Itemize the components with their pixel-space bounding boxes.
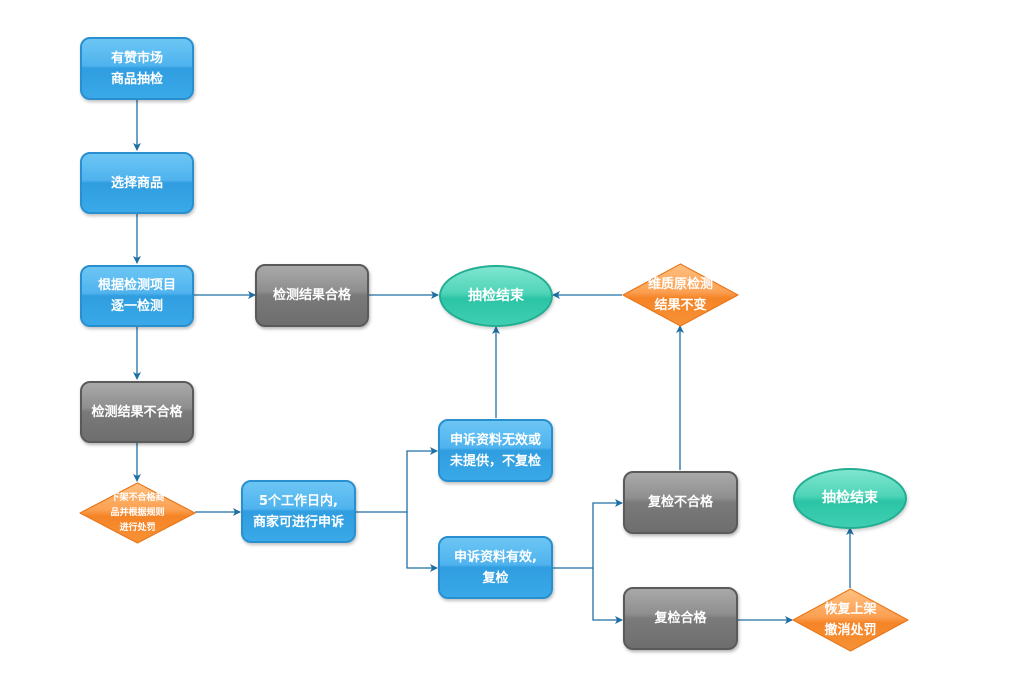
node-delist-penalize[interactable]: 下架不合格商 品并根据规则 进行处罚 (79, 482, 196, 544)
edge-valid-repass (592, 568, 623, 624)
node-start[interactable]: 有赞市场 商品抽检 (80, 37, 194, 100)
diamond-label: 维质原检测 结果不变 (647, 277, 713, 313)
diamond-shape (622, 263, 739, 327)
node-maintain-result[interactable]: 维质原检测 结果不变 (622, 263, 739, 327)
node-inspect-items[interactable]: 根据检测项目 逐一检测 (80, 265, 194, 327)
node-result-fail[interactable]: 检测结果不合格 (80, 381, 194, 443)
diamond-shape (79, 482, 196, 544)
diamond-label: 下架不合格商 品并根据规则 进行处罚 (110, 492, 165, 533)
node-appeal-valid[interactable]: 申诉资料有效, 复检 (438, 536, 553, 599)
node-recheck-fail[interactable]: 复检不合格 (623, 471, 738, 534)
node-restore-listing[interactable]: 恢复上架 撤消处罚 (792, 588, 909, 652)
node-end-main[interactable]: 抽检结束 (439, 265, 553, 327)
node-appeal-invalid[interactable]: 申诉资料无效或 未提供，不复检 (438, 419, 553, 482)
node-result-pass[interactable]: 检测结果合格 (255, 264, 369, 327)
node-recheck-pass[interactable]: 复检合格 (623, 587, 738, 650)
edge-valid-refail (552, 499, 623, 569)
edge-appeal-valid (406, 512, 438, 572)
node-select-product[interactable]: 选择商品 (80, 152, 194, 214)
edge-appeal-invalid (355, 447, 438, 513)
diamond-shape (792, 588, 909, 652)
node-end-restore[interactable]: 抽检结束 (793, 468, 907, 529)
diamond-label: 恢复上架 撤消处罚 (824, 602, 877, 638)
node-appeal-window[interactable]: 5个工作日内, 商家可进行申诉 (241, 480, 356, 543)
